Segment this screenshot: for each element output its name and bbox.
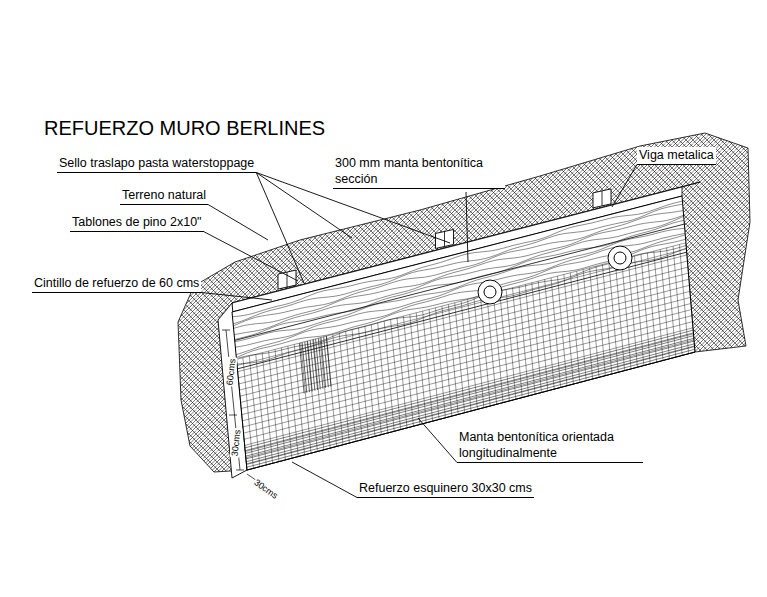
mesh-line (240, 279, 689, 396)
leader-line (204, 232, 298, 282)
beam-web (287, 272, 288, 287)
corner-reinforcement (247, 349, 695, 467)
wall-front-face (232, 196, 695, 470)
mesh-line (238, 255, 687, 372)
beam-web (602, 191, 603, 206)
mesh-overlap (316, 339, 321, 389)
dimension-tick (236, 470, 244, 471)
drawing-title: REFUERZO MURO BERLINES (44, 116, 325, 140)
mesh-overlap (305, 342, 310, 392)
corner-reinforcement (246, 347, 694, 465)
leader-line (418, 418, 457, 463)
mesh-overlap (313, 340, 318, 390)
mesh-overlap (299, 343, 304, 393)
anchor-bolt (484, 286, 496, 298)
mesh-overlap (310, 340, 315, 390)
bentonite-mesh (237, 243, 696, 470)
mesh-overlap (324, 337, 329, 387)
callout-label: Cintillo de refuerzo de 60 cms (32, 275, 201, 293)
anchor-bolt (614, 252, 626, 264)
wall-body (218, 182, 700, 494)
mesh-line (241, 285, 690, 402)
dimension-line (222, 330, 276, 494)
leader-line (201, 293, 272, 301)
leader-line (466, 192, 468, 262)
leader-line (612, 165, 637, 208)
natural-ground (178, 133, 750, 472)
callout-label: Viga metalica (637, 147, 716, 165)
callout-label: 300 mm manta bentonítica sección (333, 155, 505, 189)
mesh-line (246, 346, 694, 464)
wood-grain (232, 201, 682, 317)
mesh-overlap (308, 341, 313, 391)
mesh-overlap (302, 342, 307, 392)
dimension-tick (229, 415, 237, 416)
corner-reinforcement (247, 352, 695, 470)
callout-label: Manta bentonítica orientada longitudinal… (457, 429, 643, 463)
dimension-tick (222, 330, 230, 331)
beam-web (444, 231, 445, 246)
callout-label: Tablones de pino 2x10" (70, 214, 204, 232)
callout-label: Refuerzo esquinero 30x30 cms (357, 480, 534, 498)
mesh-line (247, 352, 695, 470)
wood-grain (236, 239, 685, 357)
soil-hatch (178, 133, 750, 472)
mesh-line (244, 322, 692, 440)
wood-grain (233, 204, 683, 324)
mesh-line (242, 297, 691, 414)
dimension-text: 30cms (251, 477, 280, 502)
mesh-overlap (326, 336, 331, 386)
mesh-line (241, 291, 690, 408)
callout-label: Sello traslapo pasta waterstoppage (57, 155, 256, 173)
mesh-line (237, 243, 686, 360)
mesh-line (239, 273, 688, 390)
mesh-overlap (318, 338, 323, 388)
steel-beam (593, 189, 611, 208)
mesh-overlap (321, 337, 326, 387)
anchor-plate (478, 280, 502, 304)
callout-label: Terreno natural (120, 187, 208, 205)
wood-grain (233, 211, 683, 326)
leader-line (208, 205, 268, 241)
anchor-plate (608, 246, 632, 270)
mesh-line (239, 267, 688, 384)
mesh-line (244, 316, 692, 434)
steel-beam (278, 270, 296, 289)
leader-line (292, 462, 357, 498)
wood-grain (236, 235, 685, 355)
wood-grain (235, 220, 684, 339)
mesh-line (245, 328, 693, 446)
